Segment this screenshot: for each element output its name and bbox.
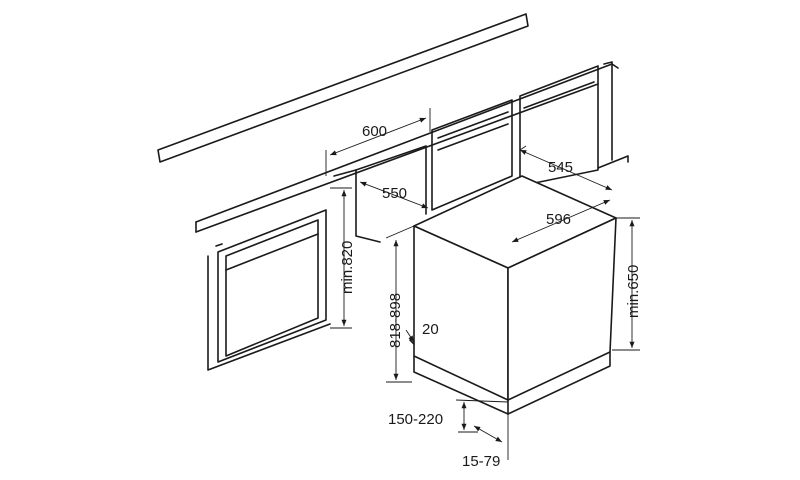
dim-818-898-label: 818-898 <box>387 293 404 348</box>
dim-150-220-label: 150-220 <box>388 411 443 428</box>
dim-15-79-label: 15-79 <box>462 453 500 470</box>
dim-545-label: 545 <box>548 159 573 176</box>
niche <box>333 145 427 243</box>
dim-min650-label: min.650 <box>625 265 642 318</box>
appliance <box>409 175 617 415</box>
worktop <box>157 13 529 163</box>
dim-20-label: 20 <box>422 321 439 338</box>
dim-600-label: 600 <box>362 123 387 140</box>
dim-596-label: 596 <box>546 211 571 228</box>
dim-550-label: 550 <box>382 185 407 202</box>
dim-min820-label: min.820 <box>339 241 356 294</box>
dimension-lines <box>325 108 640 460</box>
left-cabinet <box>207 209 331 371</box>
